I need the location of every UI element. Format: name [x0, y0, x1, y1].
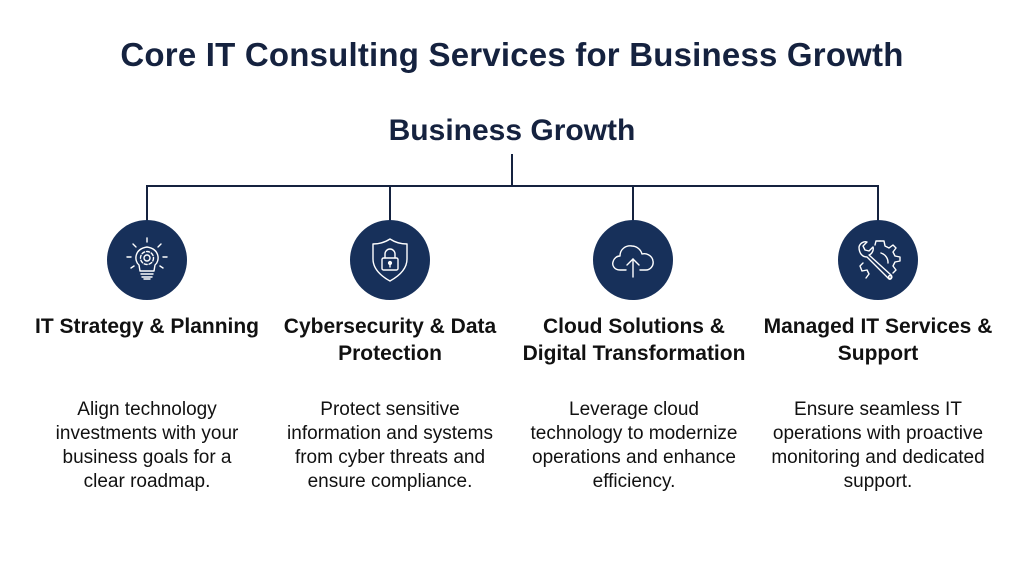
service-description: Leverage cloud technology to modernize o…	[530, 399, 738, 492]
connector-branch-4	[877, 185, 879, 221]
connector-horizontal	[146, 185, 879, 187]
lightbulb-gear-icon	[126, 237, 168, 280]
connector-branch-2	[389, 185, 391, 221]
service-description: Protect sensitive information and system…	[287, 399, 493, 492]
page-title: Core IT Consulting Services for Business…	[120, 36, 904, 73]
service-title: Managed IT Services & Support	[763, 315, 993, 365]
connector-branch-3	[632, 185, 634, 221]
service-node-cloud	[593, 220, 673, 300]
cloud-upload-icon	[612, 245, 654, 278]
service-node-it-strategy	[107, 220, 187, 300]
service-title: Cloud Solutions & Digital Transformation	[522, 315, 746, 365]
service-title: Cybersecurity & Data Protection	[283, 315, 497, 365]
service-node-managed-it	[838, 220, 918, 300]
root-node-label: Business Growth	[388, 114, 636, 147]
service-title: IT Strategy & Planning	[34, 315, 260, 338]
service-description: Ensure seamless IT operations with proac…	[771, 399, 985, 492]
service-node-cybersecurity	[350, 220, 430, 300]
service-description: Align technology investments with your b…	[55, 399, 239, 492]
connector-trunk	[511, 154, 513, 186]
shield-lock-icon	[372, 238, 408, 282]
wrench-gear-icon	[858, 240, 901, 280]
connector-branch-1	[146, 185, 148, 221]
